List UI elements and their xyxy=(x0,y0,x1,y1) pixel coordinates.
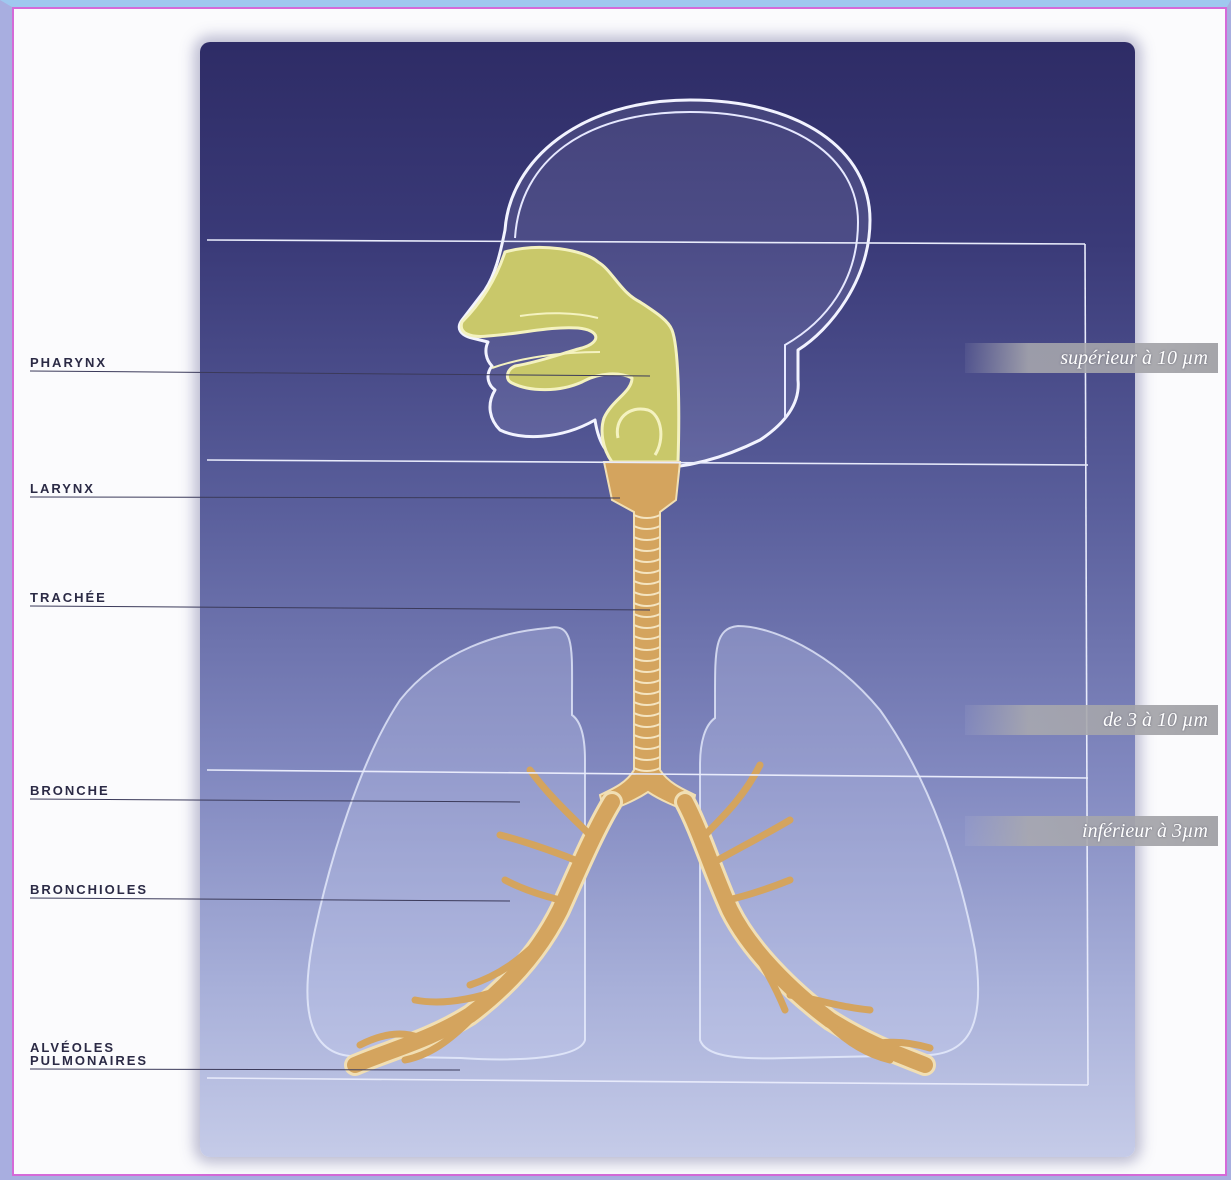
right-lung xyxy=(700,626,978,1058)
label-trachee: TRACHÉE xyxy=(30,591,107,605)
label-larynx: LARYNX xyxy=(30,482,95,496)
particle-size-lower: inférieur à 3µm xyxy=(965,816,1218,846)
label-bronchioles: BRONCHIOLES xyxy=(30,883,148,897)
left-lung xyxy=(307,627,585,1059)
label-bronche: BRONCHE xyxy=(30,784,110,798)
particle-size-upper: supérieur à 10 µm xyxy=(965,343,1218,373)
label-alveoles-line2: PULMONAIRES xyxy=(30,1054,148,1068)
particle-size-middle: de 3 à 10 µm xyxy=(965,705,1218,735)
label-pharynx: PHARYNX xyxy=(30,356,107,370)
